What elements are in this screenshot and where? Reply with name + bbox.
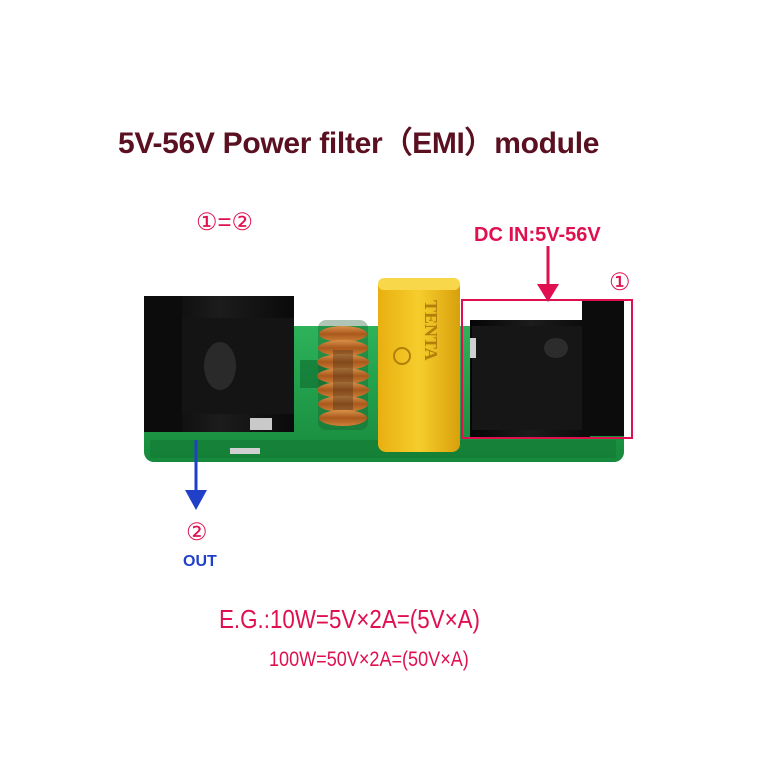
output-dc-jack [144,296,294,432]
dc-in-label: DC IN:5V-56V [474,224,601,246]
x-capacitor: TENTA [378,278,460,452]
input-dc-jack [470,300,624,438]
output-marker: ② [186,519,208,546]
equivalence-label: ①=② [196,209,254,236]
dc-in-arrow [537,246,559,302]
capacitor-brand: TENTA [421,300,441,361]
example-line-2: 100W=50V×2A=(50V×A) [269,648,469,671]
page-title: 5V-56V Power filter（EMI）module [118,127,600,160]
out-arrow [185,440,207,510]
input-marker: ① [609,269,631,296]
coil-inductor [317,320,369,430]
example-line-1: E.G.:10W=5V×2A=(5V×A) [219,604,481,634]
out-label: OUT [183,553,217,570]
